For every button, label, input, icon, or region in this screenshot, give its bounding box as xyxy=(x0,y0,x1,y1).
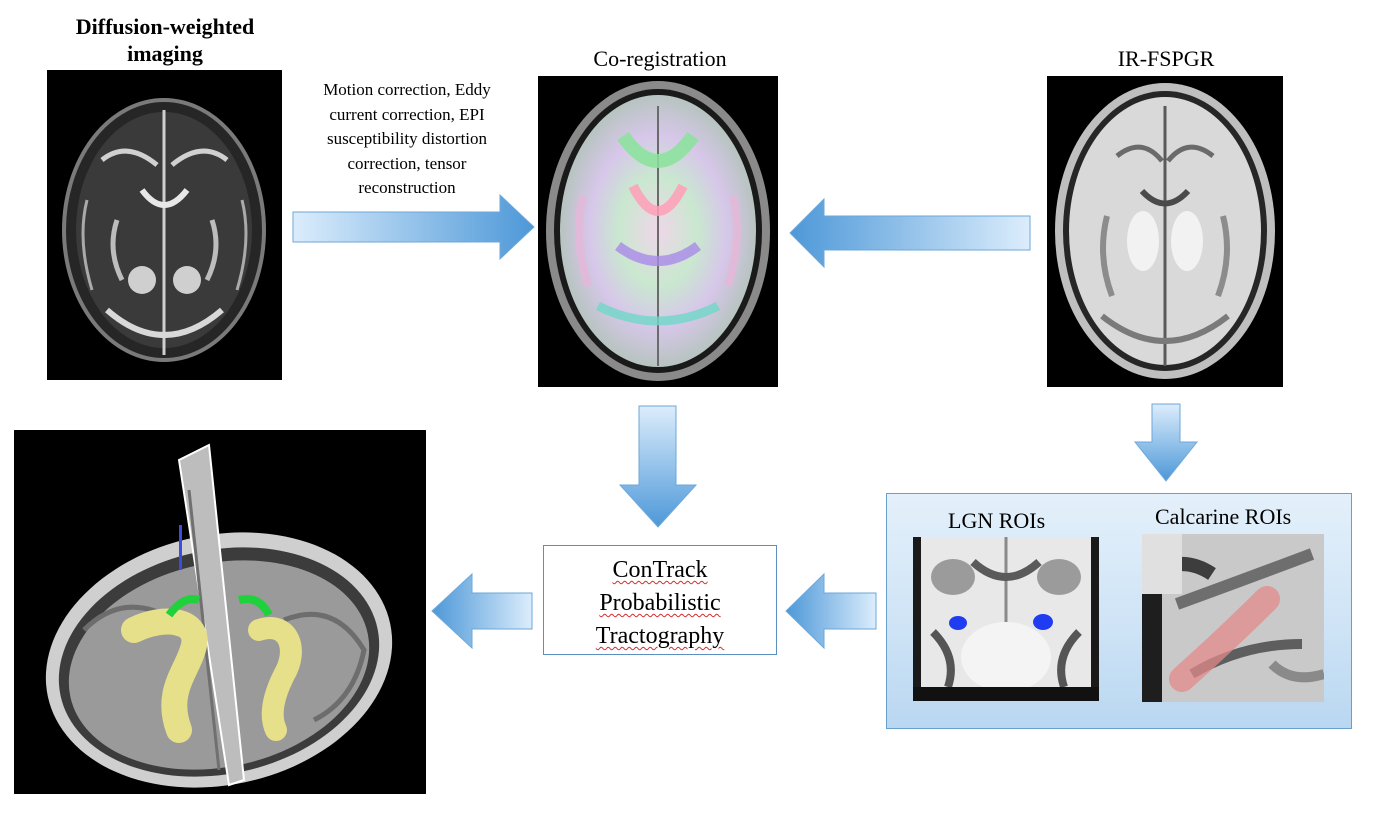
contrack-line: ConTrack xyxy=(612,557,708,583)
dwi-image xyxy=(47,70,282,380)
calcarine-roi-label: Calcarine ROIs xyxy=(1155,504,1292,529)
tractography-image xyxy=(14,430,426,794)
contrack-line: Probabilistic xyxy=(599,590,721,616)
arrow-coregistration-to-contrack xyxy=(618,405,698,528)
ir-fspgr-image xyxy=(1047,76,1283,387)
contrack-line: Tractography xyxy=(595,623,725,649)
coregistration-image xyxy=(538,76,778,387)
processing-step-line: reconstruction xyxy=(358,178,456,197)
dwi-title-line1: Diffusion-weighted xyxy=(75,14,255,39)
arrow-irfspgr-to-coregistration xyxy=(789,198,1031,268)
lgn-roi-image xyxy=(913,537,1099,701)
dwi-title-line2: imaging xyxy=(127,41,203,66)
arrow-dwi-to-coregistration xyxy=(292,193,535,261)
coregistration-title: Co-registration xyxy=(593,46,727,71)
processing-step-line: Motion correction, Eddy xyxy=(323,80,491,99)
arrow-rois-to-contrack xyxy=(785,573,877,649)
contrack-box: ConTrack Probabilistic Tractography xyxy=(543,545,777,655)
processing-step-line: current correction, EPI xyxy=(329,104,485,124)
arrow-irfspgr-to-rois xyxy=(1133,403,1199,482)
processing-steps-text: Motion correction, Eddy current correcti… xyxy=(298,78,516,201)
ir-fspgr-title: IR-FSPGR xyxy=(1117,46,1215,71)
roi-panel: LGN ROIs Calcarine ROIs xyxy=(886,493,1352,729)
lgn-roi-label: LGN ROIs xyxy=(948,508,1046,533)
calcarine-roi-image xyxy=(1142,534,1324,702)
processing-step-line: correction, tensor xyxy=(347,153,467,173)
processing-step-line: susceptibility distortion xyxy=(326,129,488,148)
arrow-contrack-to-tractography xyxy=(431,573,533,649)
